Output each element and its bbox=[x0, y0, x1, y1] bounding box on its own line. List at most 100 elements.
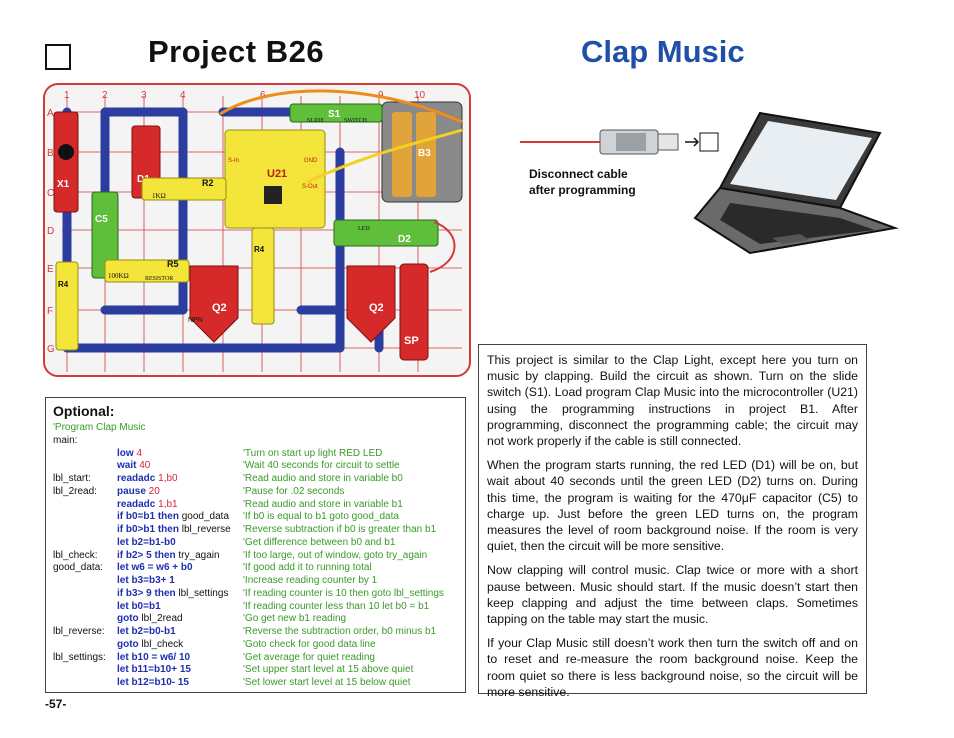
code-statement: let b10 = w6/ 10 bbox=[117, 652, 190, 664]
row-letter: E bbox=[47, 264, 54, 275]
disconnect-note-line1: Disconnect cable bbox=[529, 167, 628, 181]
code-keyword: let b10 = w6/ 10 bbox=[117, 651, 191, 663]
disconnect-cable-note: Disconnect cable after programming bbox=[529, 166, 636, 198]
code-statement: if b0>b1 then lbl_reverse bbox=[117, 524, 231, 536]
code-keyword: wait bbox=[117, 460, 137, 472]
code-keyword: if b0>b1 then bbox=[117, 524, 179, 535]
row-letter: G bbox=[47, 344, 55, 355]
code-statement: readadc 1,b1 bbox=[117, 499, 178, 511]
r2-value: 1KΩ bbox=[152, 192, 166, 200]
r5-value: 100KΩ bbox=[108, 272, 129, 280]
col-number: 2 bbox=[102, 90, 108, 101]
u21-label: U21 bbox=[267, 168, 287, 180]
code-statement: if b2> 5 then try_again bbox=[117, 550, 220, 562]
col-number: 10 bbox=[414, 90, 426, 101]
code-label: lbl_check: bbox=[53, 549, 98, 561]
code-comment: 'Set lower start level at 15 below quiet bbox=[243, 677, 411, 688]
laptop-illustration bbox=[693, 111, 899, 255]
code-label: lbl_reverse: bbox=[53, 626, 105, 637]
code-statement: goto lbl_2read bbox=[117, 613, 183, 625]
code-keyword: let b11=b10+ 15 bbox=[117, 664, 191, 676]
code-comment: 'Turn on start up light RED LED bbox=[243, 447, 383, 459]
project-label: Project B26 bbox=[148, 34, 325, 69]
circuit-board-diagram: 1 2 3 4 6 9 10 A B C D E F G B3 S1 SLIDE… bbox=[43, 83, 471, 377]
code-statement: goto lbl_check bbox=[117, 639, 183, 651]
code-statement: if b0=b1 then good_data bbox=[117, 511, 229, 523]
code-keyword: if b2> 5 then bbox=[117, 549, 176, 561]
code-label: good_data: bbox=[53, 562, 104, 574]
b3-label: B3 bbox=[418, 148, 431, 159]
led-label: LED bbox=[358, 226, 370, 232]
row-letter: A bbox=[47, 108, 54, 119]
code-keyword: goto bbox=[117, 613, 139, 625]
code-keyword: if b3> 9 then bbox=[117, 587, 176, 599]
code-comment: 'Get average for quiet reading bbox=[243, 651, 375, 663]
code-statement: let b3=b3+ 1 bbox=[117, 575, 175, 587]
code-keyword: let b0=b1 bbox=[117, 600, 161, 612]
code-label: lbl_2read: bbox=[53, 485, 97, 497]
code-comment: 'Read audio and store in variable b0 bbox=[243, 473, 403, 484]
code-statement: let b11=b10+ 15 bbox=[117, 664, 191, 676]
description-panel: This project is similar to the Clap Ligh… bbox=[478, 344, 867, 699]
code-keyword: readadc bbox=[117, 498, 156, 510]
code-statement: let b0=b1 bbox=[117, 601, 161, 613]
code-operand: lbl_2read bbox=[138, 613, 183, 625]
code-comment: 'Read audio and store in variable b1 bbox=[243, 498, 403, 510]
row-letter: C bbox=[47, 188, 54, 199]
project-checkbox[interactable] bbox=[45, 44, 71, 70]
col-number: 3 bbox=[141, 90, 147, 101]
code-comment: 'Get difference between b0 and b1 bbox=[243, 536, 396, 548]
code-comment: 'If good add it to running total bbox=[243, 562, 372, 574]
sp-label: SP bbox=[404, 335, 419, 347]
code-keyword: let b3=b3+ 1 bbox=[117, 575, 175, 586]
code-keyword: let w6 = w6 + b0 bbox=[117, 562, 193, 574]
code-keyword: let b12=b10- 15 bbox=[117, 677, 189, 688]
code-comment: 'Go get new b1 reading bbox=[243, 613, 347, 625]
r5-label: R5 bbox=[167, 259, 179, 269]
code-statement: wait 40 bbox=[117, 460, 150, 472]
col-number: 4 bbox=[180, 90, 186, 101]
q2-right-label: Q2 bbox=[369, 302, 384, 314]
code-comment: 'If too large, out of window, goto try_a… bbox=[243, 549, 428, 561]
d2-label: D2 bbox=[398, 234, 411, 245]
code-operand: lbl_settings bbox=[175, 587, 229, 599]
description-paragraph: This project is similar to the Clap Ligh… bbox=[487, 353, 858, 449]
s1-label: S1 bbox=[328, 109, 341, 120]
code-statement: let w6 = w6 + b0 bbox=[117, 562, 193, 574]
code-comment: 'If b0 is equal to b1 goto good_data bbox=[243, 511, 399, 523]
code-label: lbl_settings: bbox=[53, 651, 106, 663]
code-statement: low 4 bbox=[117, 448, 142, 460]
s-in-label: S-In bbox=[228, 158, 239, 164]
code-comment: 'Set upper start level at 15 above quiet bbox=[243, 664, 414, 676]
slide-label: SLIDE bbox=[307, 118, 324, 124]
code-operand: lbl_reverse bbox=[178, 524, 231, 535]
code-keyword: goto bbox=[117, 638, 139, 650]
code-operand: 1,b0 bbox=[155, 473, 178, 484]
code-comment: 'Goto check for good data line bbox=[243, 638, 376, 650]
code-keyword: low bbox=[117, 447, 134, 459]
code-comment: 'If reading counter is 10 then goto lbl_… bbox=[243, 587, 444, 599]
code-statement: let b12=b10- 15 bbox=[117, 677, 189, 689]
code-label: main: bbox=[53, 434, 78, 446]
optional-title: Optional: bbox=[53, 403, 115, 419]
code-operand: good_data bbox=[178, 511, 230, 523]
code-keyword: readadc bbox=[117, 473, 156, 484]
row-letter: F bbox=[47, 306, 53, 317]
row-letter: B bbox=[47, 148, 54, 159]
code-keyword: pause bbox=[117, 485, 146, 497]
x1-label: X1 bbox=[57, 179, 70, 190]
code-keyword: if b0=b1 then bbox=[117, 511, 179, 523]
code-comment: 'Pause for .02 seconds bbox=[243, 485, 345, 497]
code-operand: lbl_check bbox=[138, 638, 184, 650]
code-statement: pause 20 bbox=[117, 486, 160, 498]
npn-label: NPN bbox=[188, 317, 203, 324]
description-paragraph: Now clapping will control music. Clap tw… bbox=[487, 563, 858, 627]
code-operand: 4 bbox=[133, 447, 143, 459]
usb-cable-illustration bbox=[520, 129, 719, 155]
code-statement: readadc 1,b0 bbox=[117, 473, 178, 485]
code-operand: 40 bbox=[136, 460, 151, 472]
code-label: lbl_start: bbox=[53, 473, 91, 484]
code-statement: if b3> 9 then lbl_settings bbox=[117, 588, 228, 600]
code-comment: 'Increase reading counter by 1 bbox=[243, 575, 378, 586]
